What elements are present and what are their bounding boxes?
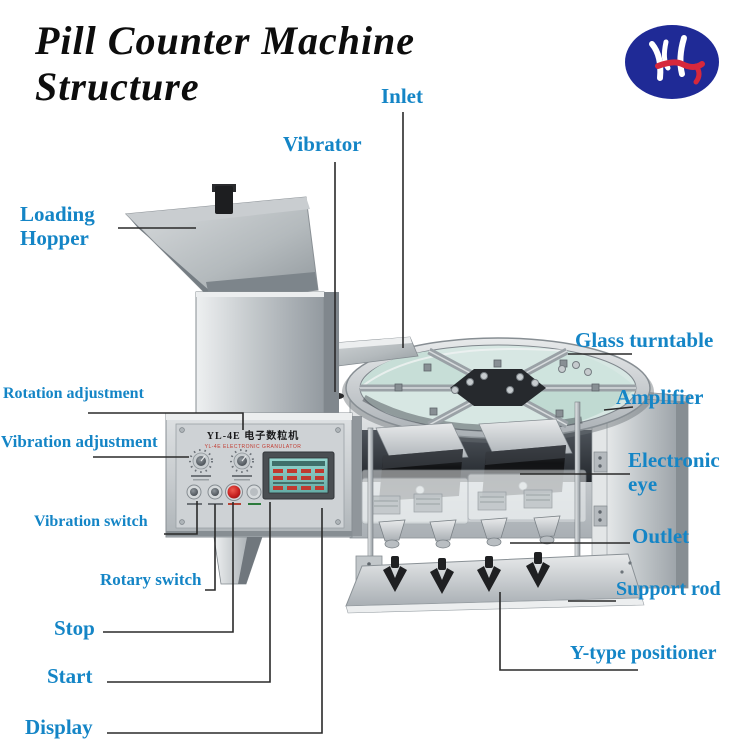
panel-title: YL-4E 电子数粒机	[207, 429, 299, 442]
control-panel: YL-4E 电子数粒机 YL-4E ELECTRONIC GRANULATOR	[165, 412, 353, 538]
callout-label-vibration-switch: Vibration switch	[34, 513, 148, 530]
vibration-adjust-knob	[189, 449, 213, 473]
page-title-line1: Pill Counter Machine	[35, 18, 416, 63]
callout-label-glass-turntable: Glass turntable	[575, 328, 714, 352]
y-type-positioners	[383, 552, 550, 594]
callout-label-outlet: Outlet	[632, 524, 690, 548]
line-y-type-positioner	[499, 592, 638, 671]
line-vibration-switch	[164, 501, 198, 535]
display-screen	[262, 451, 335, 500]
callout-label-stop: Stop	[54, 616, 95, 640]
yl-monogram-logo	[625, 25, 719, 99]
line-stop	[103, 502, 234, 633]
callout-label-display: Display	[25, 715, 93, 739]
line-rotation-adjustment	[88, 412, 244, 430]
page-title-line2: Structure	[35, 64, 200, 109]
rotary-switch-button	[207, 484, 223, 500]
machine-foot	[213, 536, 263, 585]
callout-label-loading-hopper: Loading Hopper	[20, 202, 95, 251]
line-amplifier	[603, 406, 634, 411]
stop-button	[225, 483, 243, 501]
start-button	[246, 484, 262, 500]
line-rotary-switch	[205, 504, 216, 591]
loading-hopper	[124, 184, 319, 301]
page-title: Pill Counter Machine Structure	[35, 18, 595, 110]
callout-label-amplifier: Amplifier	[616, 385, 704, 409]
callout-label-rotary-switch: Rotary switch	[100, 570, 202, 589]
callout-label-inlet: Inlet	[381, 84, 423, 108]
callout-label-y-type-positioner: Y-type positioner	[570, 642, 717, 664]
callout-lines	[88, 112, 638, 734]
callout-label-start: Start	[47, 664, 93, 688]
line-display	[107, 508, 323, 734]
panel-subtitle: YL-4E ELECTRONIC GRANULATOR	[205, 444, 302, 450]
rotation-adjust-knob	[230, 449, 254, 473]
callout-label-electronic-eye: Electronic eye	[628, 448, 720, 497]
callout-label-rotation-adjustment: Rotation adjustment	[3, 385, 144, 402]
machine-body	[195, 291, 339, 415]
vibration-switch-button	[186, 484, 202, 500]
acrylic-hoppers	[361, 469, 587, 525]
right-cabinet	[589, 387, 691, 589]
callout-label-vibrator: Vibrator	[283, 132, 362, 156]
callout-label-vibration-adjustment: Vibration adjustment	[1, 432, 158, 451]
outlet-funnels	[378, 515, 561, 549]
callout-label-support-rod: Support rod	[616, 578, 721, 600]
line-start	[107, 502, 271, 683]
